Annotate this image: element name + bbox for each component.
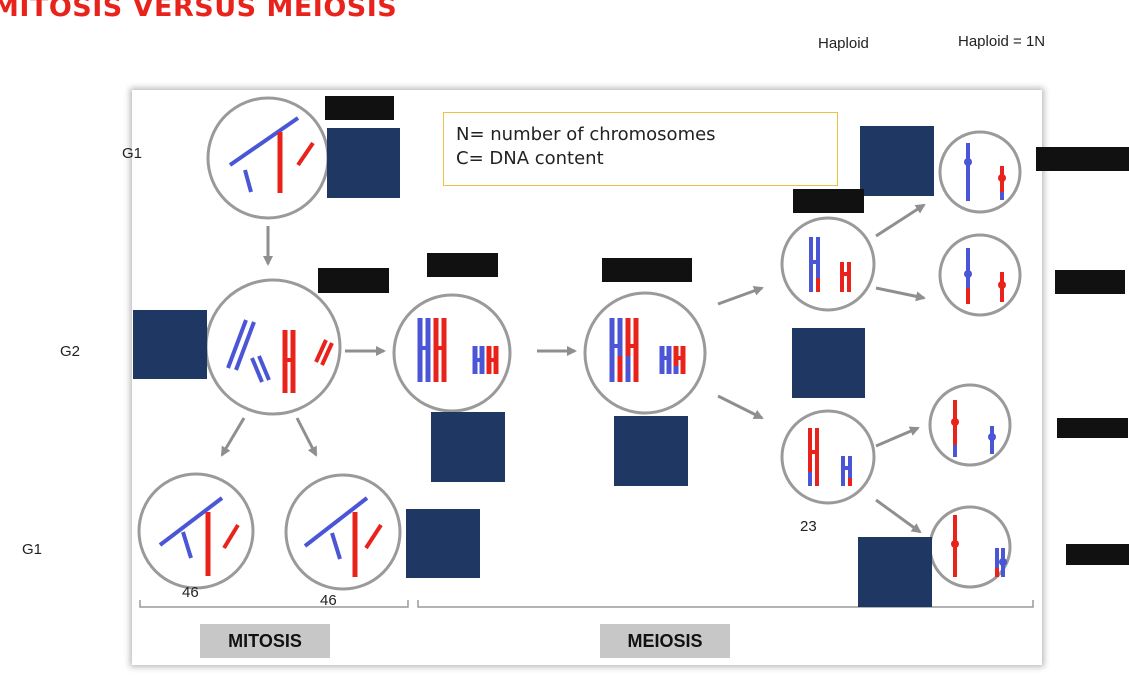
label-box-1[interactable] — [325, 96, 394, 120]
answer-box-1[interactable] — [327, 128, 400, 198]
answer-box-4[interactable] — [614, 416, 688, 486]
count-mitosis-left: 46 — [182, 584, 199, 601]
cell-haploid-4 — [928, 505, 1012, 589]
label-box-2[interactable] — [318, 268, 389, 293]
answer-box-3[interactable] — [431, 412, 505, 482]
cell-mitosis-daughter-left — [137, 472, 255, 590]
cell-meiosis-crossover — [583, 291, 707, 415]
haploid-equation-label: Haploid = 1N — [958, 33, 1046, 50]
cell-haploid-3 — [928, 383, 1012, 467]
legend-line-c: C= DNA content — [456, 148, 604, 169]
legend-line-n: N= number of chromosomes — [456, 124, 716, 145]
cell-mitosis-daughter-right — [284, 473, 402, 591]
answer-box-6[interactable] — [860, 126, 934, 196]
count-meiosis: 23 — [800, 518, 817, 535]
cell-meiosis-prophase — [392, 293, 512, 413]
g2-label: G2 — [60, 343, 81, 360]
answer-box-7[interactable] — [792, 328, 865, 398]
haploid-label: Haploid — [818, 35, 869, 52]
label-box-5[interactable] — [793, 189, 864, 213]
process-arrows — [220, 203, 926, 534]
cell-meiosis-i-upper — [780, 216, 876, 312]
phase-brackets — [139, 600, 1034, 608]
answer-box-8[interactable] — [858, 537, 932, 607]
mitosis-label: MITOSIS — [200, 624, 330, 658]
label-box-7[interactable] — [1055, 270, 1125, 294]
meiosis-label: MEIOSIS — [600, 624, 730, 658]
cell-meiosis-i-lower — [780, 409, 876, 505]
g1-top-label: G1 — [122, 145, 143, 162]
label-box-8[interactable] — [1057, 418, 1128, 438]
label-box-4[interactable] — [602, 258, 692, 282]
answer-box-2[interactable] — [133, 310, 207, 379]
label-box-9[interactable] — [1066, 544, 1129, 565]
cell-haploid-2 — [938, 233, 1022, 317]
legend-box: N= number of chromosomes C= DNA content — [443, 112, 838, 186]
label-box-6[interactable] — [1036, 147, 1129, 171]
answer-box-5[interactable] — [406, 509, 480, 578]
cell-g2 — [204, 278, 342, 416]
cell-haploid-1 — [938, 130, 1022, 214]
g1-bottom-label: G1 — [22, 541, 43, 558]
label-box-3[interactable] — [427, 253, 498, 277]
slide-title: MITOSIS VERSUS MEIOSIS — [0, 0, 398, 23]
cell-top-g1 — [206, 96, 330, 220]
count-mitosis-right: 46 — [320, 592, 337, 609]
